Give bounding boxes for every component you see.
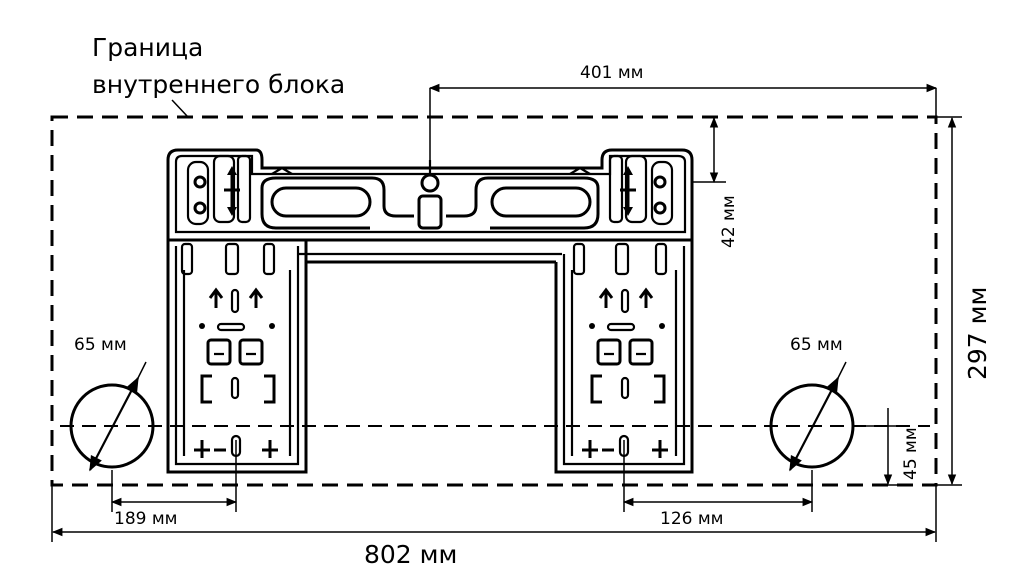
dim-42-label: 42 мм — [719, 195, 739, 248]
dim-297-label: 297 мм — [963, 287, 992, 380]
right-hole-diameter-label: 65 мм — [790, 335, 843, 355]
mounting-plate — [166, 148, 694, 474]
dim-802-label: 802 мм — [364, 540, 457, 569]
right-pipe-hole — [769, 361, 855, 472]
left-hole-diameter-label: 65 мм — [74, 335, 127, 355]
boundary-label-leader — [171, 99, 189, 118]
boundary-label-line2: внутреннего блока — [92, 70, 345, 99]
dim-189-label: 189 мм — [114, 509, 178, 529]
left-pipe-hole — [69, 361, 155, 472]
dim-45-label: 45 мм — [901, 427, 921, 480]
boundary-label-line1: Граница — [92, 33, 203, 62]
dim-126-label: 126 мм — [660, 509, 724, 529]
dim-401-label: 401 мм — [580, 63, 644, 83]
